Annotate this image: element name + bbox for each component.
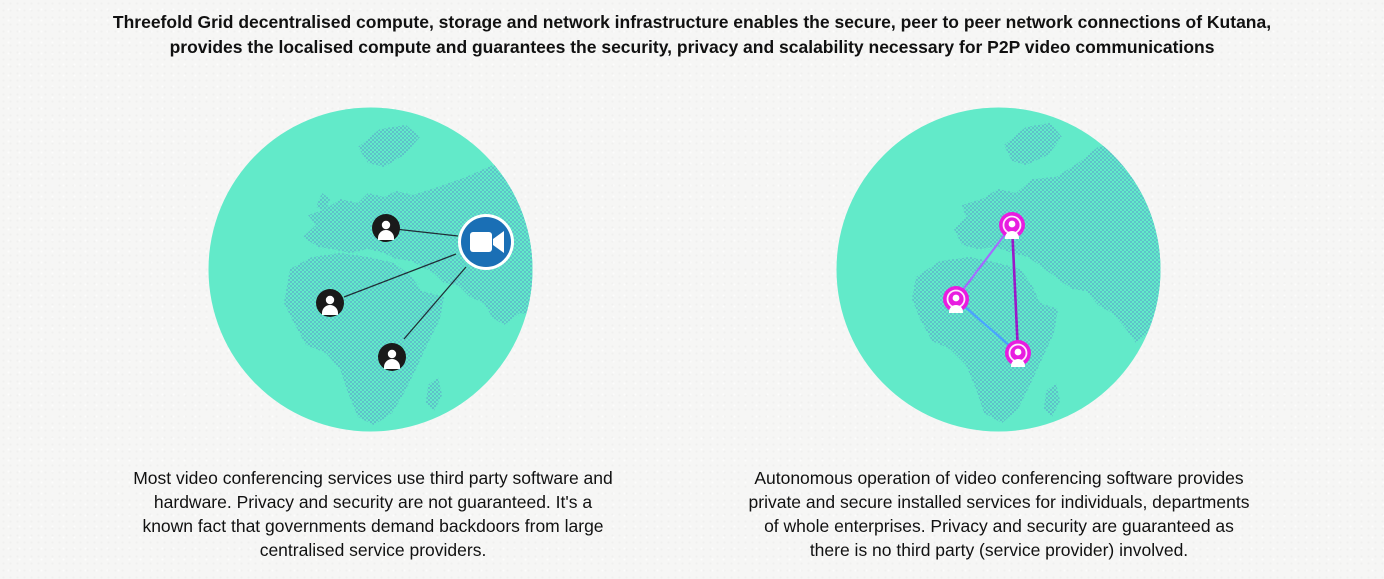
- land-madagascar: [426, 377, 442, 411]
- caption-line: hardware. Privacy and security are not g…: [153, 492, 593, 512]
- headline-line-1: Threefold Grid decentralised compute, st…: [112, 12, 1272, 32]
- caption-line: of whole enterprises. Privacy and securi…: [764, 516, 1234, 536]
- caption-line: centralised service providers.: [259, 540, 487, 560]
- land-scandinavia: [358, 125, 420, 167]
- land-uk: [316, 193, 330, 211]
- peer-user-icon: [999, 212, 1025, 239]
- p2p-globe-diagram: [836, 107, 1161, 432]
- caption-line: private and secure installed services fo…: [748, 492, 1250, 512]
- land-europe-asia: [954, 141, 1161, 343]
- caption-line: Autonomous operation of video conferenci…: [754, 468, 1244, 488]
- peer-links: [955, 224, 1020, 354]
- centralised-globe-diagram: [208, 107, 533, 432]
- caption-line: there is no third party (service provide…: [809, 540, 1189, 560]
- land-europe: [303, 165, 533, 325]
- headline-line-2: provides the localised compute and guara…: [169, 37, 1215, 57]
- user-icon: [316, 289, 344, 317]
- centralised-caption: Most video conferencing services use thi…: [93, 466, 653, 562]
- user-icon: [378, 343, 406, 371]
- caption-line: known fact that governments demand backd…: [142, 516, 604, 536]
- video-camera-icon: [470, 231, 504, 253]
- peer-user-icon: [1005, 340, 1031, 367]
- land-madagascar: [1044, 383, 1060, 417]
- caption-line: Most video conferencing services use thi…: [133, 468, 613, 488]
- user-icon: [372, 214, 400, 242]
- p2p-caption: Autonomous operation of video conferenci…: [719, 466, 1279, 562]
- video-service-hub: [458, 214, 514, 270]
- peer-user-icon: [943, 286, 969, 313]
- land-scandinavia: [1004, 123, 1062, 165]
- headline: Threefold Grid decentralised compute, st…: [40, 10, 1344, 60]
